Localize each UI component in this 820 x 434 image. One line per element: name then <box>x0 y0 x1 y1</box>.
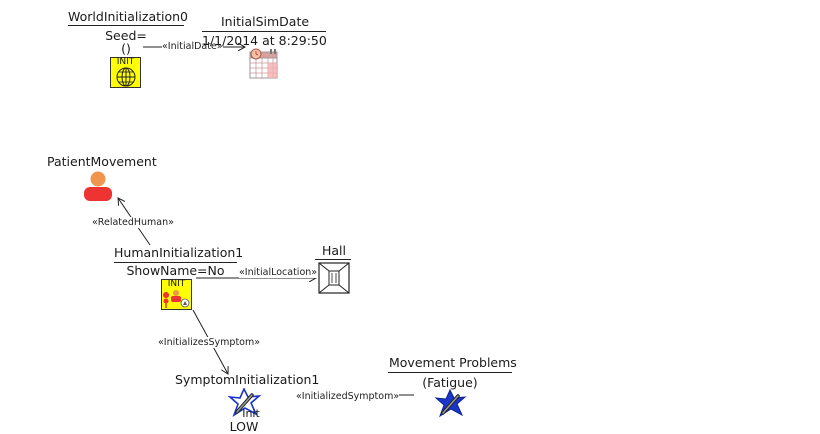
human-init-divider <box>114 262 237 263</box>
movement-problems-attr: (Fatigue) <box>422 375 478 390</box>
sim-date-name[interactable]: InitialSimDate <box>221 14 310 29</box>
symptom-star-icon[interactable] <box>434 389 467 419</box>
hall-name[interactable]: Hall <box>322 243 347 258</box>
patient-movement-name[interactable]: PatientMovement <box>47 154 157 169</box>
world-init-divider <box>68 25 184 26</box>
human-init-icon[interactable]: INIT <box>161 279 192 310</box>
edge-label-initializes-symptom: «InitializesSymptom» <box>158 337 261 348</box>
symptom-init-name[interactable]: SymptomInitialization1 <box>175 372 320 387</box>
edge-label-initial-location: «InitialLocation» <box>239 267 318 278</box>
world-init-attr-seed-value: () <box>121 41 131 56</box>
human-init-attr-showname: ShowName=No <box>126 263 225 278</box>
globe-icon <box>116 67 136 87</box>
symptom-init-icon-caption: Init <box>242 407 260 420</box>
init-badge-label: INIT <box>167 279 186 289</box>
sim-date-divider <box>202 31 326 32</box>
movement-problems-divider <box>388 372 512 373</box>
calendar-icon[interactable] <box>248 48 279 79</box>
world-init-name[interactable]: WorldInitialization0 <box>68 9 189 24</box>
person-icon[interactable] <box>82 170 114 202</box>
world-init-icon[interactable]: INIT <box>110 57 141 88</box>
sim-date-attr-date: 1/1/2014 at 8:29:50 <box>202 33 327 48</box>
symptom-star-icon[interactable] <box>228 388 261 418</box>
human-init-name[interactable]: HumanInitialization1 <box>114 245 244 260</box>
edge-label-initial-date: «InitialDate» <box>162 41 223 52</box>
person-location-icon <box>163 290 190 308</box>
edge-label-related-human: «RelatedHuman» <box>92 217 174 228</box>
world-init-attr-seed: Seed= <box>105 28 147 43</box>
init-badge-label: INIT <box>116 57 135 67</box>
hall-icon[interactable] <box>318 262 350 294</box>
hall-divider <box>315 259 351 260</box>
edge-label-initialized-symptom: «InitializedSymptom» <box>296 391 400 402</box>
movement-problems-name[interactable]: Movement Problems <box>389 355 517 370</box>
symptom-init-attr-level: LOW <box>229 419 259 434</box>
